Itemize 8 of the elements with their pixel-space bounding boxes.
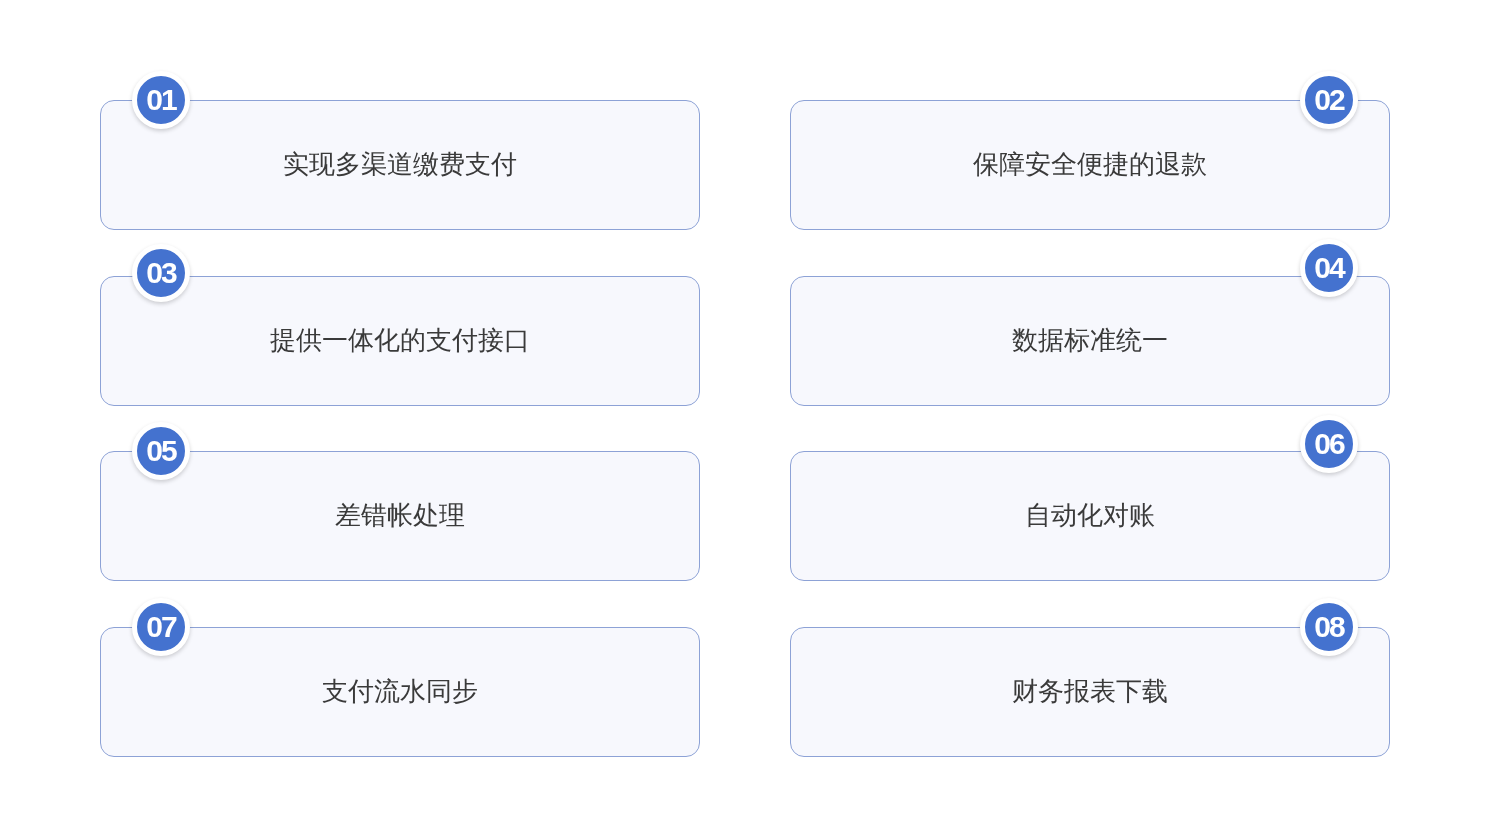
card-text: 提供一体化的支付接口 [269, 324, 531, 358]
card-text: 保障安全便捷的退款 [972, 148, 1208, 182]
card-text: 支付流水同步 [321, 675, 479, 709]
card-text: 自动化对账 [1024, 499, 1156, 533]
card-text: 差错帐处理 [334, 499, 466, 533]
card-text: 财务报表下载 [1011, 675, 1169, 709]
card-text: 数据标准统一 [1011, 324, 1169, 358]
card-text: 实现多渠道缴费支付 [282, 148, 518, 182]
